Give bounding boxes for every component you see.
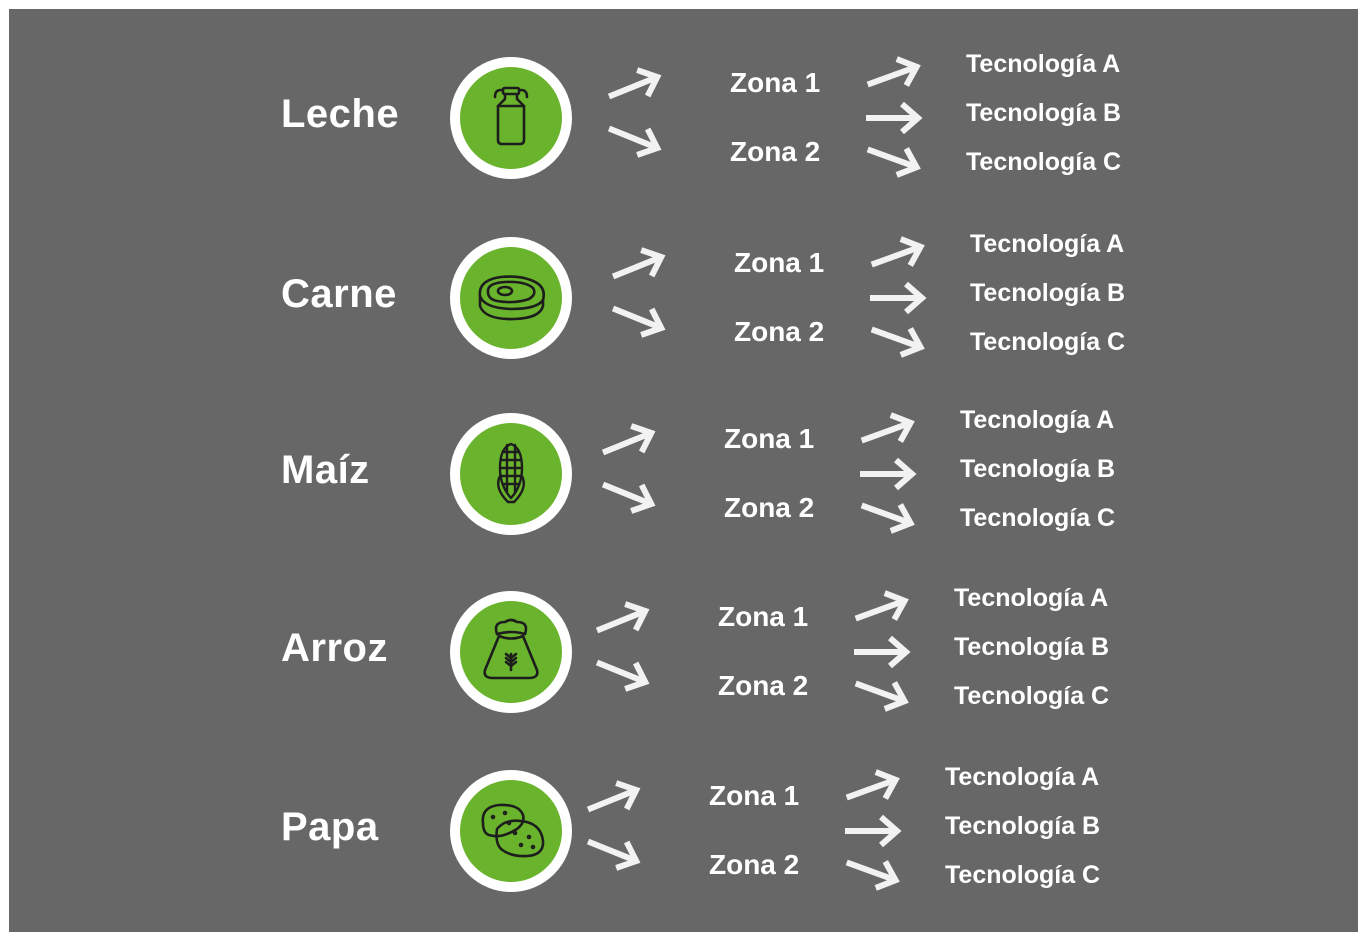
arrow-to-technology-b — [854, 635, 911, 669]
product-icon-fill — [460, 601, 562, 703]
arrow-to-technology-c — [866, 146, 921, 178]
arrow-to-zone-1 — [595, 601, 650, 634]
milk-can-icon — [475, 82, 547, 154]
zone-label: Zona 1 — [734, 247, 825, 278]
technology-label: Tecnología A — [954, 584, 1109, 612]
product-row: Arroz Zona 1 Zona 2 Tecnología A Tecnología… — [9, 582, 1358, 722]
steak-icon — [475, 262, 547, 334]
arrow-to-technology-a — [860, 412, 915, 444]
product-icon-fill — [460, 67, 562, 169]
potato-icon — [475, 795, 547, 867]
arrow-to-technology-b — [866, 101, 923, 135]
technology-label: Tecnología C — [945, 861, 1101, 889]
technology-label: Tecnología C — [970, 328, 1126, 356]
arrow-to-technology-c — [860, 502, 915, 534]
arrow-to-technology-a — [845, 769, 900, 801]
product-row: Leche Zona 1 Zona 2 Tecnología A Tecnología… — [9, 48, 1358, 188]
arrow-to-zone-1 — [611, 247, 666, 280]
corn-icon — [475, 438, 547, 510]
product-label: Carne — [281, 272, 397, 316]
product-row: Maíz Zona 1 Zona 2 Tecnología A Tecnología … — [9, 404, 1358, 544]
arrow-to-technology-b — [870, 281, 927, 315]
arrow-to-technology-b — [860, 457, 917, 491]
product-label: Arroz — [281, 626, 388, 670]
zone-label: Zona 1 — [709, 780, 800, 811]
arrow-to-zone-2 — [607, 125, 662, 158]
arrow-to-zone-1 — [586, 780, 641, 813]
zone-label: Zona 2 — [709, 849, 800, 880]
zone-label: Zona 1 — [724, 423, 815, 454]
product-icon-badge — [450, 57, 572, 179]
product-icon-badge — [450, 413, 572, 535]
product-label: Maíz — [281, 448, 370, 492]
arrow-to-zone-2 — [595, 659, 650, 692]
arrow-to-zone-2 — [586, 838, 641, 871]
arrow-to-zone-2 — [611, 305, 666, 338]
zone-label: Zona 2 — [724, 492, 815, 523]
arrow-to-technology-c — [870, 326, 925, 358]
technology-label: Tecnología A — [966, 50, 1121, 78]
technology-label: Tecnología C — [960, 504, 1116, 532]
technology-label: Tecnología B — [954, 633, 1110, 661]
product-icon-fill — [460, 423, 562, 525]
technology-label: Tecnología A — [945, 763, 1100, 791]
arrow-to-technology-a — [866, 56, 921, 88]
technology-label: Tecnología B — [966, 99, 1122, 127]
technology-label: Tecnología C — [966, 148, 1122, 176]
product-icon-fill — [460, 780, 562, 882]
zone-label: Zona 1 — [730, 67, 821, 98]
arrow-to-technology-c — [854, 680, 909, 712]
product-icon-badge — [450, 770, 572, 892]
arrow-to-zone-1 — [601, 423, 656, 456]
arrow-to-technology-a — [854, 590, 909, 622]
zone-label: Zona 2 — [734, 316, 825, 347]
product-icon-badge — [450, 591, 572, 713]
technology-label: Tecnología A — [970, 230, 1125, 258]
product-icon-badge — [450, 237, 572, 359]
zone-label: Zona 1 — [718, 601, 809, 632]
product-row: Carne Zona 1 Zona 2 Tecnología A Tecnología… — [9, 228, 1358, 368]
product-row: Papa Zona 1 Zona 2 Tecnología A Tecnología … — [9, 761, 1358, 901]
technology-label: Tecnología C — [954, 682, 1110, 710]
technology-label: Tecnología B — [945, 812, 1101, 840]
arrow-to-technology-a — [870, 236, 925, 268]
arrow-to-technology-b — [845, 814, 902, 848]
product-icon-fill — [460, 247, 562, 349]
product-label: Leche — [281, 92, 400, 136]
diagram-canvas: Leche Zona 1 Zona 2 Tecnología A Tecnología… — [9, 9, 1358, 932]
technology-label: Tecnología B — [970, 279, 1126, 307]
arrow-to-zone-1 — [607, 67, 662, 100]
grain-sack-icon — [475, 616, 547, 688]
zone-label: Zona 2 — [718, 670, 809, 701]
technology-label: Tecnología A — [960, 406, 1115, 434]
technology-label: Tecnología B — [960, 455, 1116, 483]
arrow-to-technology-c — [845, 859, 900, 891]
arrow-to-zone-2 — [601, 481, 656, 514]
zone-label: Zona 2 — [730, 136, 821, 167]
product-label: Papa — [281, 805, 379, 849]
